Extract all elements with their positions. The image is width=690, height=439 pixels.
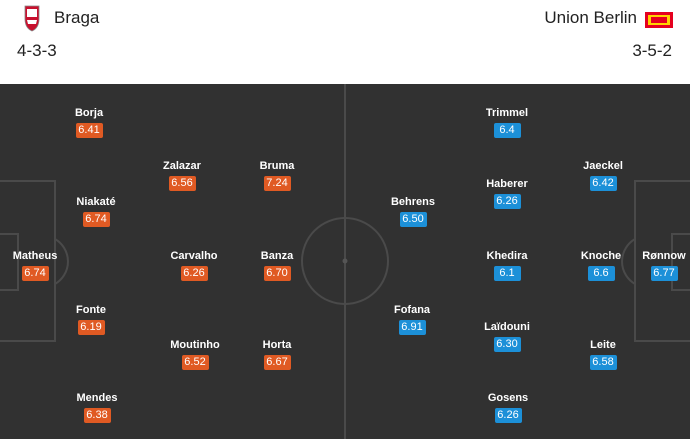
- player-rating: 6.4: [493, 123, 521, 138]
- player-name: Mendes: [76, 392, 118, 404]
- home-player[interactable]: Borja 6.41: [49, 106, 129, 138]
- braga-crest-icon: [24, 5, 40, 32]
- player-name: Knoche: [580, 250, 622, 262]
- player-rating: 6.52: [181, 355, 209, 370]
- player-rating: 7.24: [263, 176, 291, 191]
- player-rating: 6.41: [75, 123, 103, 138]
- player-rating: 6.50: [399, 212, 427, 227]
- away-player[interactable]: Rønnow 6.77: [624, 249, 690, 281]
- away-player[interactable]: Haberer 6.26: [467, 177, 547, 209]
- player-name: Niakaté: [76, 196, 116, 208]
- player-name: Fonte: [76, 304, 106, 316]
- player-name: Trimmel: [485, 107, 529, 119]
- player-rating: 6.67: [263, 355, 291, 370]
- player-name: Gosens: [487, 392, 529, 404]
- home-player[interactable]: Niakaté 6.74: [56, 195, 136, 227]
- player-name: Haberer: [486, 178, 528, 190]
- player-name: Zalazar: [163, 160, 201, 172]
- away-formation: 3-5-2: [632, 41, 672, 60]
- player-name: Laïdouni: [484, 321, 530, 333]
- away-player[interactable]: Fofana 6.91: [372, 303, 452, 335]
- away-player[interactable]: Gosens 6.26: [468, 391, 548, 423]
- player-rating: 6.42: [589, 176, 617, 191]
- home-player[interactable]: Carvalho 6.26: [154, 249, 234, 281]
- player-rating: 6.19: [77, 320, 105, 335]
- player-rating: 6.70: [263, 266, 291, 281]
- home-formation: 4-3-3: [17, 41, 57, 60]
- player-name: Moutinho: [170, 339, 220, 351]
- player-rating: 6.26: [180, 266, 208, 281]
- player-name: Jaeckel: [583, 160, 623, 172]
- away-player[interactable]: Trimmel 6.4: [467, 106, 547, 138]
- player-name: Khedira: [486, 250, 528, 262]
- player-name: Carvalho: [170, 250, 218, 262]
- home-player[interactable]: Horta 6.67: [237, 338, 317, 370]
- home-player[interactable]: Mendes 6.38: [57, 391, 137, 423]
- pitch-lines: [0, 84, 690, 439]
- away-player[interactable]: Laïdouni 6.30: [467, 320, 547, 352]
- home-player[interactable]: Zalazar 6.56: [142, 159, 222, 191]
- away-player[interactable]: Knoche 6.6: [561, 249, 641, 281]
- player-name: Banza: [260, 250, 294, 262]
- home-player[interactable]: Matheus 6.74: [0, 249, 75, 281]
- player-name: Fofana: [393, 304, 431, 316]
- player-rating: 6.6: [587, 266, 615, 281]
- player-rating: 6.77: [650, 266, 678, 281]
- player-rating: 6.26: [494, 408, 522, 423]
- away-team-name: Union Berlin: [544, 8, 637, 27]
- away-player[interactable]: Jaeckel 6.42: [563, 159, 643, 191]
- player-rating: 6.38: [83, 408, 111, 423]
- player-name: Borja: [74, 107, 104, 119]
- away-player[interactable]: Behrens 6.50: [373, 195, 453, 227]
- match-header: Braga 4-3-3 Union Berlin 3-5-2: [0, 0, 690, 84]
- home-player[interactable]: Bruma 7.24: [237, 159, 317, 191]
- player-rating: 6.1: [493, 266, 521, 281]
- home-player[interactable]: Moutinho 6.52: [155, 338, 235, 370]
- away-player[interactable]: Leite 6.58: [563, 338, 643, 370]
- player-rating: 6.58: [589, 355, 617, 370]
- player-rating: 6.74: [82, 212, 110, 227]
- union-berlin-crest-icon: [645, 12, 673, 28]
- player-rating: 6.26: [493, 194, 521, 209]
- player-name: Horta: [262, 339, 292, 351]
- player-name: Leite: [590, 339, 616, 351]
- home-player[interactable]: Banza 6.70: [237, 249, 317, 281]
- player-name: Behrens: [390, 196, 436, 208]
- home-player[interactable]: Fonte 6.19: [51, 303, 131, 335]
- away-player[interactable]: Khedira 6.1: [467, 249, 547, 281]
- player-rating: 6.91: [398, 320, 426, 335]
- player-name: Rønnow: [642, 250, 686, 262]
- player-name: Bruma: [259, 160, 295, 172]
- player-rating: 6.74: [21, 266, 49, 281]
- player-rating: 6.30: [493, 337, 521, 352]
- home-team-name: Braga: [54, 8, 100, 27]
- pitch: Borja 6.41 Zalazar 6.56 Bruma 7.24 Niaka…: [0, 84, 690, 439]
- player-name: Matheus: [12, 250, 58, 262]
- player-rating: 6.56: [168, 176, 196, 191]
